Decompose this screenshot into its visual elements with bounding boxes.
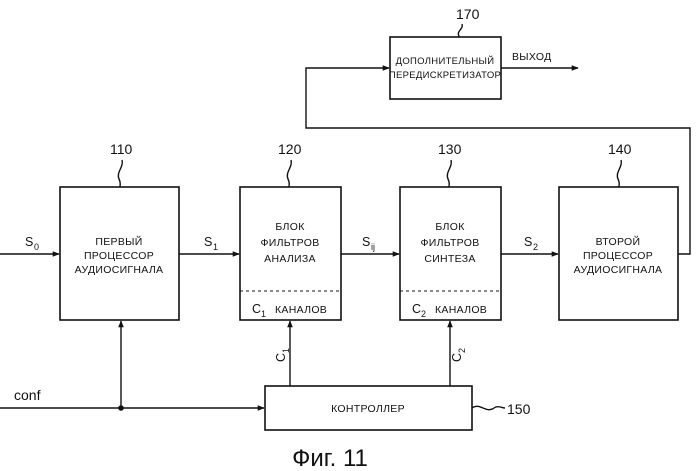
analysis-filterbank-block: БЛОК ФИЛЬТРОВ АНАЛИЗА C 1 КАНАЛОВ (240, 187, 341, 320)
synthesis-block-line-3: СИНТЕЗА (424, 253, 475, 265)
ref-120-label: 120 (278, 141, 302, 157)
synthesis-block-line-1: БЛОК (435, 221, 465, 233)
first-audio-processor-block: ПЕРВЫЙ ПРОЦЕССОР АУДИОСИГНАЛА (60, 187, 179, 320)
resampler-block: ДОПОЛНИТЕЛЬНЫЙ ПЕРЕДИСКРЕТИЗАТОР (389, 37, 501, 99)
first-block-line-3: АУДИОСИГНАЛА (75, 264, 164, 276)
synthesis-filterbank-block: БЛОК ФИЛЬТРОВ СИНТЕЗА C 2 КАНАЛОВ (400, 187, 501, 320)
s0-symbol: S (25, 235, 33, 249)
synthesis-channels-symbol: C (412, 302, 421, 316)
analysis-channels-symbol: C (252, 302, 261, 316)
conf-label: conf (14, 387, 41, 403)
ref-130: 130 (438, 141, 462, 187)
ref-150-label: 150 (507, 401, 531, 417)
sij-subscript: ij (371, 242, 375, 252)
ref-130-leader (447, 160, 451, 187)
ref-120: 120 (278, 141, 302, 187)
ref-110: 110 (110, 141, 133, 187)
analysis-channels-subscript: 1 (261, 309, 266, 319)
s1-symbol: S (204, 235, 212, 249)
c1-symbol: C (274, 353, 288, 362)
s1-subscript: 1 (213, 242, 218, 252)
analysis-block-line-1: БЛОК (275, 221, 305, 233)
first-block-line-1: ПЕРВЫЙ (95, 235, 142, 248)
analysis-block-line-3: АНАЛИЗА (264, 253, 316, 265)
s0-subscript: 0 (34, 242, 39, 252)
analysis-block-line-2: ФИЛЬТРОВ (260, 237, 319, 249)
ref-150-leader (472, 406, 505, 409)
ref-140: 140 (608, 141, 632, 187)
figure-caption: Фиг. 11 (292, 445, 368, 471)
analysis-channels-word: КАНАЛОВ (275, 304, 327, 316)
synthesis-channels-subscript: 2 (421, 309, 426, 319)
c1-subscript: 1 (281, 348, 291, 353)
first-block-line-2: ПРОЦЕССОР (84, 250, 154, 262)
ref-120-leader (287, 160, 291, 187)
ref-170-label: 170 (456, 6, 480, 22)
s2-symbol: S (524, 235, 532, 249)
c1-label: C 1 (274, 348, 291, 362)
c2-label: C 2 (450, 348, 467, 362)
second-block-line-2: ПРОЦЕССОР (583, 250, 653, 262)
ref-170-leader-curve (458, 24, 462, 37)
second-block-line-1: ВТОРОЙ (596, 235, 641, 248)
controller-label: КОНТРОЛЛЕР (331, 403, 405, 415)
synthesis-channels-word: КАНАЛОВ (435, 304, 487, 316)
c2-symbol: C (450, 353, 464, 362)
resampler-line-1: ДОПОЛНИТЕЛЬНЫЙ (396, 55, 495, 67)
controller-block: КОНТРОЛЛЕР (265, 386, 472, 430)
ref-110-leader (118, 160, 122, 187)
resampler-line-2: ПЕРЕДИСКРЕТИЗАТОР (389, 70, 501, 81)
sij-symbol: S (362, 235, 370, 249)
synthesis-block-line-2: ФИЛЬТРОВ (420, 237, 479, 249)
output-label: ВЫХОД (512, 51, 552, 63)
s2-subscript: 2 (533, 242, 538, 252)
ref-130-label: 130 (438, 141, 462, 157)
ref-170: 170 (456, 6, 480, 37)
ref-140-leader (617, 160, 621, 187)
c2-subscript: 2 (457, 348, 467, 353)
ref-140-label: 140 (608, 141, 632, 157)
second-block-line-3: АУДИОСИГНАЛА (574, 264, 663, 276)
ref-110-label: 110 (110, 141, 133, 157)
ref-150: 150 (472, 401, 531, 417)
second-audio-processor-block: ВТОРОЙ ПРОЦЕССОР АУДИОСИГНАЛА (559, 187, 678, 320)
